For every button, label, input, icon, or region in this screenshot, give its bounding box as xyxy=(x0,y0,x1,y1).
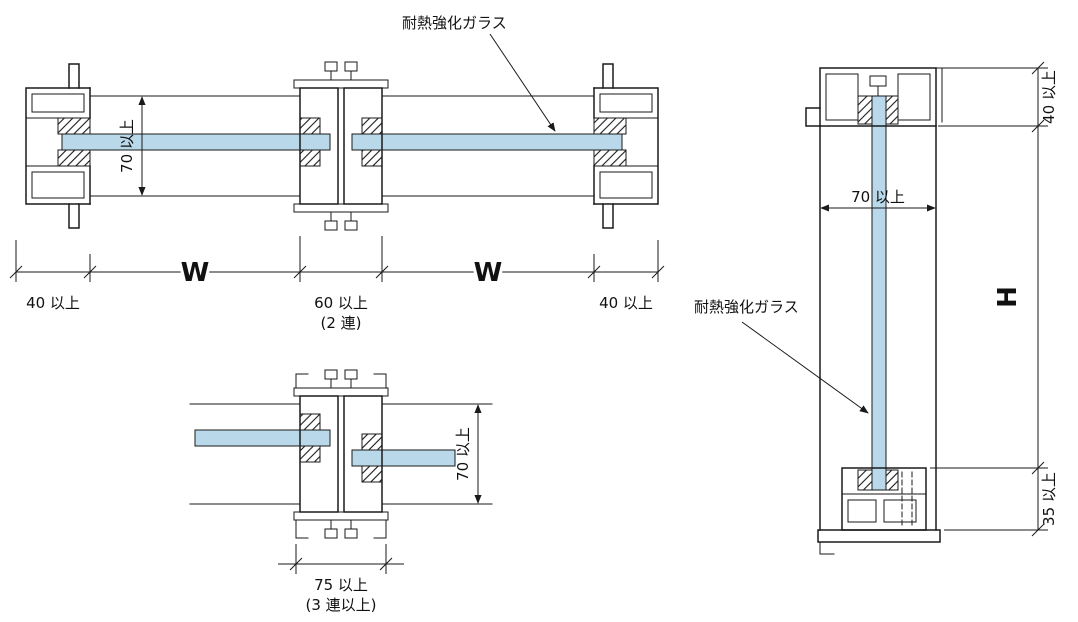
glass-pane-detail-right xyxy=(351,449,456,467)
gasket-hatch xyxy=(885,95,899,125)
glass-pane-plan-left xyxy=(61,133,331,151)
joint-bolts-bottom xyxy=(324,211,358,231)
plan-right-end-frame xyxy=(593,63,659,229)
sill-frame xyxy=(817,467,941,555)
frame-clip xyxy=(602,203,614,229)
gasket-hatch xyxy=(57,149,91,167)
vertical-depth-dim-label: 70 以上 xyxy=(851,188,905,206)
gasket-hatch xyxy=(857,95,873,125)
plan-width-dimensions: W W 40 以上 60 以上 (2 連) 40 以上 xyxy=(9,236,665,332)
gasket-hatch xyxy=(299,149,321,167)
height-dim-label: H xyxy=(993,286,1023,308)
end-frame-dim-right: 40 以上 xyxy=(599,294,653,312)
glass-pane-detail-left xyxy=(194,429,331,447)
plan-glass-callout: 耐熱強化ガラス xyxy=(402,14,556,132)
sill-dim-label: 35 以上 xyxy=(1040,472,1058,526)
detail-depth-dim-label: 70 以上 xyxy=(454,427,472,481)
glass-pane-plan-right xyxy=(351,133,623,151)
gasket-hatch xyxy=(593,117,627,135)
sill-lip xyxy=(819,541,835,555)
gasket-hatch xyxy=(593,149,627,167)
glass-pane-vertical xyxy=(871,95,887,491)
frame-clip xyxy=(602,63,614,89)
joint-bolts-top xyxy=(324,369,358,389)
detail-width-dim-note: (3 連以上) xyxy=(305,596,376,614)
frame-clip xyxy=(68,63,80,89)
head-frame xyxy=(805,67,943,127)
plan-left-end-frame xyxy=(25,63,91,229)
gasket-hatch xyxy=(361,465,383,483)
joint-bolts-top xyxy=(324,61,358,81)
gasket-hatch xyxy=(57,117,91,135)
frame-clip xyxy=(68,203,80,229)
joint-clip xyxy=(373,519,387,539)
end-frame-dim-left: 40 以上 xyxy=(26,294,80,312)
detail-joint-body xyxy=(293,369,389,539)
plan-depth-dim-label: 70 以上 xyxy=(118,119,136,173)
head-clip xyxy=(935,67,943,123)
bay-width-label-left: W xyxy=(181,258,210,288)
gasket-hatch xyxy=(885,469,899,491)
gasket-hatch xyxy=(361,149,383,167)
joint-clip xyxy=(373,373,387,389)
joint-bolts-bottom xyxy=(324,519,358,539)
detail-depth-dimension: 70 以上 xyxy=(454,404,482,504)
gasket-hatch xyxy=(299,117,321,135)
height-dimension-chain: 40 以上 H 35 以上 xyxy=(930,61,1058,537)
detail-width-dim-label: 75 以上 xyxy=(314,576,368,594)
detail-width-dimension: 75 以上 (3 連以上) xyxy=(278,544,404,614)
plan-bay-lines xyxy=(89,95,595,197)
detail-bay-lines xyxy=(189,403,493,505)
head-fixing-bolt xyxy=(869,75,887,87)
vertical-glass-callout: 耐熱強化ガラス xyxy=(694,298,869,414)
joint-width-note: (2 連) xyxy=(320,314,361,332)
vertical-depth-dimension: 70 以上 xyxy=(820,188,936,212)
vertical-glass-label: 耐熱強化ガラス xyxy=(694,298,799,316)
gasket-hatch xyxy=(361,117,383,135)
head-dim-label: 40 以上 xyxy=(1040,70,1058,124)
sill-base-plate xyxy=(817,529,941,543)
head-clip xyxy=(805,107,821,127)
gasket-hatch xyxy=(299,445,321,463)
vertical-section: 70 以上 40 以上 H 35 以上 耐熱強化ガラス xyxy=(694,61,1058,555)
joint-clip xyxy=(295,373,309,389)
plan-center-joint xyxy=(293,61,389,231)
plan-section: 70 以上 W W 40 以上 60 以上 (2 連) 40 以上 耐熱強化 xyxy=(9,14,665,332)
bay-width-label-right: W xyxy=(474,258,503,288)
joint-clip xyxy=(295,519,309,539)
gasket-hatch xyxy=(361,433,383,451)
plan-depth-dimension: 70 以上 xyxy=(118,96,146,196)
gasket-hatch xyxy=(857,469,873,491)
plan-glass-label: 耐熱強化ガラス xyxy=(402,14,507,32)
joint-width-dim: 60 以上 xyxy=(314,294,368,312)
triple-joint-detail: 70 以上 75 以上 (3 連以上) xyxy=(189,369,493,614)
gasket-hatch xyxy=(299,413,321,431)
